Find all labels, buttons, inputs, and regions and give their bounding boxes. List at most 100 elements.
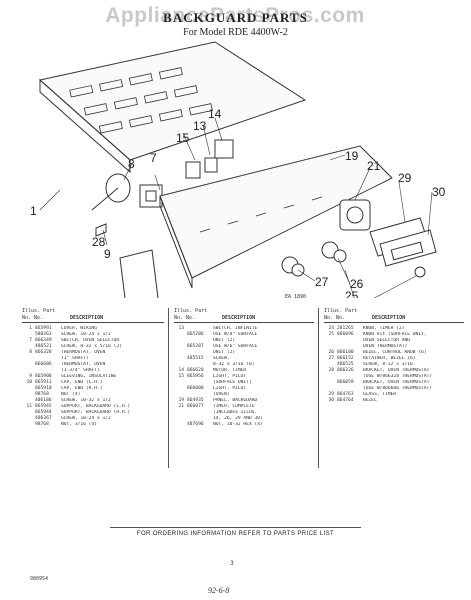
part-description: KNOB, TIMER (2): [363, 326, 405, 331]
part-number: 485515: [187, 356, 204, 361]
callout-26: 26: [350, 277, 364, 291]
part-number: 866349: [35, 338, 52, 343]
table-row: 865910 CAP, END (R.H.): [22, 386, 164, 392]
illus-number: 8: [29, 350, 32, 355]
part-description: LIGHT, PILOT: [213, 374, 247, 379]
callout-29: 29: [398, 171, 412, 185]
part-description: SWITCH, INFINITE: [213, 326, 258, 331]
part-description: SCREW, 8-32 x 5/16 (2): [61, 344, 122, 349]
callout-13: 13: [193, 119, 207, 133]
part-description: SCREW, 10-24 x 1/2: [61, 332, 111, 337]
part-number: 865286: [187, 332, 204, 337]
part-description: SCREW, 10-24 x 1/2: [61, 416, 111, 421]
model-subtitle: For Model RDE 4400W-2: [183, 27, 288, 38]
column-header-illus: Illus. Part: [22, 308, 56, 314]
illus-number: 7: [29, 338, 32, 343]
table-row: (INCLUDES ILLUS.: [174, 410, 314, 416]
part-number: 864935: [187, 398, 204, 403]
part-number: 865991: [35, 326, 52, 331]
part-description: SCREW, 10-32 x 1/2: [61, 398, 111, 403]
knob-bezel: [333, 249, 347, 263]
part-number: 864764: [337, 398, 354, 403]
part-number: 486525: [337, 362, 354, 367]
part-description: BRACKET, OVEN THERMOSTAT: [363, 380, 430, 385]
part-description: KNOB kit (SURFACE UNIT,: [363, 332, 427, 337]
ordering-footer: FOR ORDERING INFORMATION REFER TO PARTS …: [0, 527, 471, 537]
part-description: BRACKET, OVEN THERMOSTAT: [363, 368, 430, 373]
part-number: 866686: [35, 362, 52, 367]
table-row: (1-3/4" SHAFT): [22, 368, 164, 374]
part-description: NUT, 10-32 HEX (4): [213, 422, 263, 427]
illus-number: 1: [29, 326, 32, 331]
illus-number: 29: [328, 392, 334, 397]
backguard-support: [119, 249, 159, 298]
part-description: SLEEVING, INSULATING: [61, 374, 117, 379]
part-number: 486521: [35, 344, 52, 349]
part-number: 865910: [35, 386, 52, 391]
document-id: 980954: [30, 576, 49, 582]
part-number: 866077: [187, 404, 204, 409]
part-description: CAP, END (L.H.): [61, 380, 103, 385]
table-row: (USE W/866686 THERMOSTAT): [324, 386, 464, 392]
pilot-light: [204, 157, 218, 173]
timer-knob: [414, 266, 426, 278]
ordering-info: FOR ORDERING INFORMATION REFER TO PARTS …: [136, 531, 335, 537]
part-description: (1" SHAFT): [61, 356, 89, 361]
page-number: 3: [230, 560, 234, 567]
table-row: 485515 SCREW,: [174, 356, 314, 362]
table-row: 866000 LIGHT, PILOT: [174, 386, 314, 392]
part-description: SWITCH, OVEN SELECTOR: [61, 338, 120, 343]
illus-number: 10: [26, 380, 32, 385]
illus-number: 11: [26, 404, 32, 409]
column-header-no: No. No.: [174, 315, 196, 321]
table-row: 8-32 x 3/16 (8): [174, 362, 314, 368]
illus-number: 25: [328, 332, 334, 337]
table-row: UNIT (2): [174, 338, 314, 344]
part-description: BEZEL, CONTROL KNOB (6): [363, 350, 427, 355]
part-description: RETAINER, BEZEL (6): [363, 356, 416, 361]
part-number: 866620: [187, 368, 204, 373]
wiring-cover-panel: [38, 41, 307, 161]
part-description: SCREW,: [213, 356, 230, 361]
part-number: 866328: [35, 350, 52, 355]
part-description: LIGHT, PILOT: [213, 386, 247, 391]
illus-number: 13: [178, 326, 184, 331]
callout-19: 19: [345, 149, 359, 163]
part-description: THERMOSTAT, OVEN: [61, 350, 106, 355]
part-description: USE W/6" SURFACE: [213, 344, 258, 349]
part-description: SUPPORT, BACKGUARD (L.H.): [61, 404, 131, 409]
column-header-description: DESCRIPTION: [70, 315, 104, 321]
part-number: 281265: [337, 326, 354, 331]
part-description: OVEN SELECTOR AND: [363, 338, 411, 343]
part-number: 865956: [187, 374, 204, 379]
part-description: (INCLUDES ILLUS.: [213, 410, 258, 415]
column-header-no: No. No.: [324, 315, 346, 321]
part-description: (USE W/866686 THERMOSTAT): [363, 386, 433, 391]
part-description: CAP, END (R.H.): [61, 386, 103, 391]
part-number: 486186: [35, 398, 52, 403]
part-description: NUT, 3/16 (4): [61, 422, 97, 427]
callout-30: 30: [432, 185, 446, 199]
part-number: 866100: [337, 350, 354, 355]
table-row: (USE W/866328 THERMOSTAT): [324, 374, 464, 380]
part-description: UNIT (2): [213, 338, 236, 343]
part-number: 580363: [35, 332, 52, 337]
part-number: 866000: [187, 386, 204, 391]
